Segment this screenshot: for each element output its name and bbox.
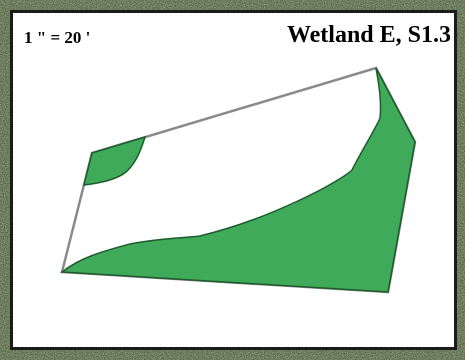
scale-label: 1 " = 20 ' xyxy=(24,28,91,47)
map-title: Wetland E, S1.3 xyxy=(286,22,451,48)
wetland-area-large xyxy=(59,67,416,293)
wetland-area-small xyxy=(83,135,147,186)
